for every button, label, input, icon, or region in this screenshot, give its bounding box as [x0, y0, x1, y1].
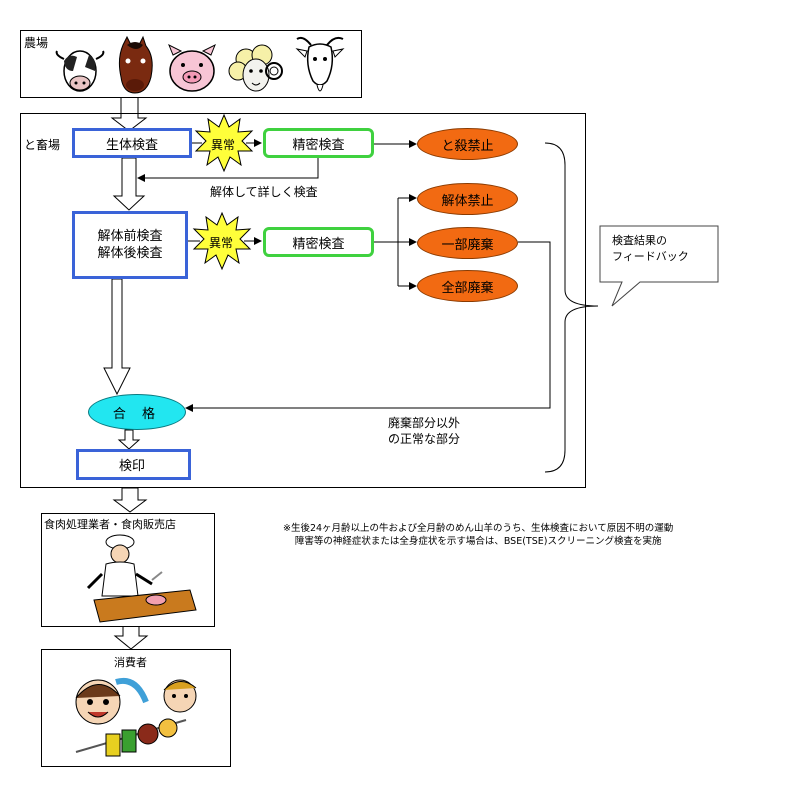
hollow-arrow-live-to-pre: [112, 157, 146, 211]
partial-disposal-label: 一部廃棄: [441, 237, 494, 253]
consumer-label: 消費者: [114, 656, 147, 669]
slaughterhouse-frame: と畜場: [20, 113, 586, 488]
post-inspection-label: 解体後検査: [97, 246, 163, 261]
pass-label: 合 格: [112, 406, 162, 422]
brace-bracket: [544, 142, 599, 473]
stamp-box: 検印: [76, 449, 191, 480]
pre-post-inspection-box: 解体前検査 解体後検査: [72, 211, 188, 279]
dismantle-ban-oval: 解体禁止: [417, 183, 518, 215]
feedback-line-2: フィードバック: [612, 250, 689, 263]
meat-processor-label: 食肉処理業者・食肉販売店: [44, 518, 176, 531]
sheep-icon: [228, 44, 283, 92]
hollow-arrow-farm-to-slaughterhouse: [110, 96, 148, 132]
farm-frame: 農場: [20, 30, 362, 98]
normal-parts-line-1: 廃棄部分以外: [388, 416, 461, 430]
partial-disposal-oval: 一部廃棄: [417, 227, 518, 259]
farm-label: 農場: [24, 36, 49, 50]
abnormal-label-2: 異常: [209, 236, 234, 250]
cow-icon: [55, 50, 105, 92]
live-inspection-box: 生体検査: [72, 128, 192, 158]
abnormal-burst-1: [194, 113, 254, 173]
dismantle-detail-label: 解体して詳しく検査: [210, 185, 318, 199]
goat-icon: [295, 36, 345, 92]
abnormal-label-1: 異常: [211, 138, 236, 152]
hollow-arrow-to-consumer: [113, 625, 149, 650]
consumers-illustration: [75, 678, 197, 757]
normal-parts-line-2: の正常な部分: [388, 432, 461, 446]
feedback-line-1: 検査結果の: [612, 234, 667, 247]
slaughterhouse-label: と畜場: [24, 138, 61, 152]
hollow-arrow-pass-to-stamp: [117, 429, 141, 450]
detailed-inspection-box-2: 精密検査: [263, 227, 374, 257]
normal-parts-label: 廃棄部分以外 の正常な部分: [388, 415, 460, 447]
slaughter-ban-oval: と殺禁止: [417, 128, 518, 160]
meat-processor-frame: 食肉処理業者・食肉販売店: [41, 513, 215, 627]
bse-note: ※生後24ヶ月齢以上の牛および全月齢のめん山羊のうち、生体検査において原因不明の…: [283, 522, 673, 548]
pre-inspection-label: 解体前検査: [97, 229, 163, 244]
feedback-text: 検査結果の フィードバック: [612, 233, 689, 265]
detailed-inspection-label-1: 精密検査: [292, 137, 345, 153]
hollow-arrow-to-processor: [112, 487, 148, 513]
dismantle-ban-label: 解体禁止: [441, 193, 494, 209]
consumer-frame: 消費者: [41, 649, 231, 767]
pig-icon: [168, 43, 216, 92]
slaughter-ban-label: と殺禁止: [441, 138, 494, 154]
bse-note-line-1: ※生後24ヶ月齢以上の牛および全月齢のめん山羊のうち、生体検査において原因不明の…: [283, 523, 674, 534]
detailed-inspection-label-2: 精密検査: [292, 236, 345, 252]
abnormal-burst-2: [192, 211, 252, 271]
horse-icon: [118, 35, 153, 94]
pass-oval: 合 格: [88, 394, 186, 430]
hollow-arrow-pre-to-pass: [103, 278, 131, 396]
total-disposal-oval: 全部廃棄: [417, 270, 518, 302]
total-disposal-label: 全部廃棄: [441, 280, 494, 296]
stamp-label: 検印: [119, 459, 146, 474]
live-inspection-label: 生体検査: [105, 137, 158, 153]
detailed-inspection-box-1: 精密検査: [263, 128, 374, 158]
butcher-illustration: [86, 534, 197, 623]
bse-note-line-2: 障害等の神経症状または全身症状を示す場合は、BSE(TSE)スクリーニング検査を…: [294, 536, 662, 547]
